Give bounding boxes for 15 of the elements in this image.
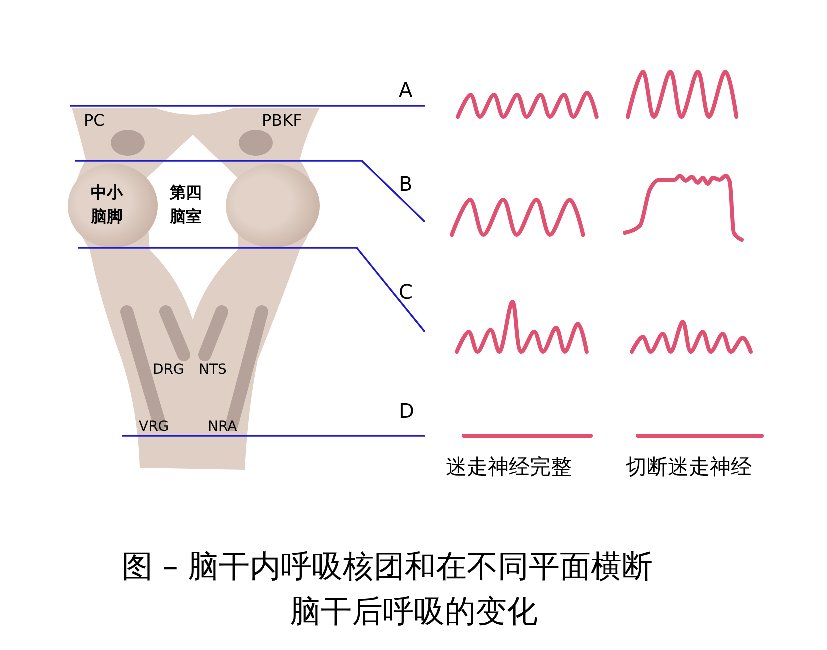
nucleus-label: NTS bbox=[199, 362, 227, 379]
plane-label: D bbox=[399, 399, 414, 423]
figure-caption: 图 – 脑干内呼吸核团和在不同平面横断脑干后呼吸的变化 bbox=[122, 548, 654, 632]
nucleus-label: PC bbox=[84, 111, 105, 130]
nucleus-label: NRA bbox=[208, 419, 238, 436]
plane-label: A bbox=[399, 78, 413, 102]
region-label: 中小脑脚 bbox=[91, 182, 124, 228]
nucleus-label: DRG bbox=[153, 362, 184, 379]
nucleus-label: PBKF bbox=[262, 111, 302, 130]
nucleus-label: VRG bbox=[139, 419, 170, 436]
plane-label: C bbox=[399, 280, 413, 304]
plane-label: B bbox=[399, 172, 413, 196]
region-label: 第四脑室 bbox=[170, 182, 203, 228]
column-label: 切断迷走神经 bbox=[626, 455, 752, 480]
column-label: 迷走神经完整 bbox=[446, 455, 572, 480]
